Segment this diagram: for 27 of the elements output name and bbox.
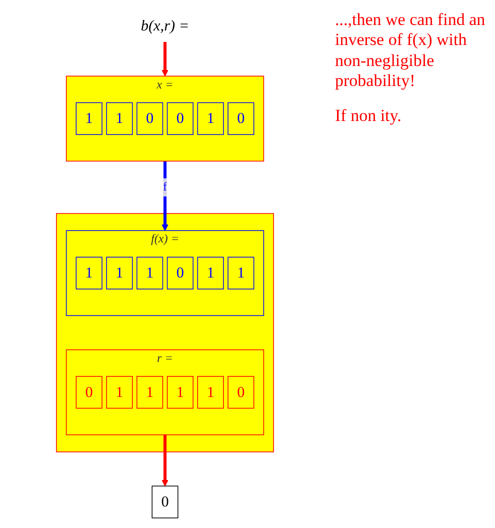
node-box: 0	[228, 376, 254, 409]
node-box: 1	[166, 376, 194, 409]
node-box: 1	[197, 102, 224, 135]
node-box: 0	[166, 256, 194, 290]
node-box: 1	[197, 376, 224, 409]
note-text: ...,then we can find an inverse of f(x) with non-negligible probability!	[335, 10, 486, 92]
node-box: 1	[106, 102, 133, 135]
node-box: 1	[228, 256, 254, 290]
note-text: If non ity.	[335, 106, 402, 126]
node-box: 1	[106, 376, 133, 409]
node-box: 1	[136, 376, 164, 409]
arrow	[162, 42, 168, 76]
node-box: 1	[136, 256, 164, 290]
node-box: 1	[106, 256, 133, 290]
node-box: 1	[76, 102, 102, 135]
node-box: 0	[152, 486, 178, 518]
node-box: 1	[197, 256, 224, 290]
arrow	[162, 161, 168, 231]
node-box: 0	[228, 102, 254, 135]
node-box: 0	[76, 376, 102, 409]
node-text: b(x,r) =	[140, 18, 190, 34]
arrow	[162, 434, 168, 486]
node-box: 1	[76, 256, 102, 290]
node-box: 0	[136, 102, 164, 135]
cluster	[56, 213, 274, 452]
edge-label: f	[162, 180, 168, 194]
node-box: 0	[166, 102, 194, 135]
